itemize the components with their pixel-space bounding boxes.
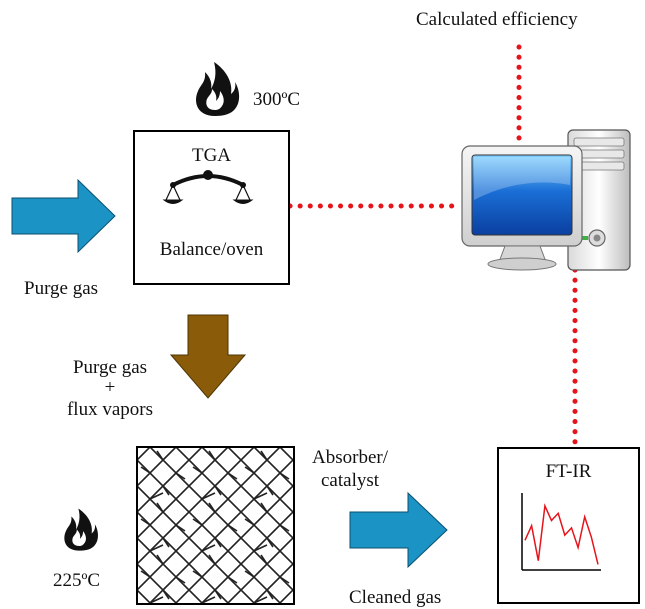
data-link-lines: [287, 44, 578, 449]
calculated-efficiency-label: Calculated efficiency: [416, 9, 578, 30]
computer-icon: [461, 129, 631, 271]
spectrum-line: [524, 503, 599, 565]
flame-icon: [196, 62, 240, 116]
mix-label-line3: flux vapors: [66, 399, 153, 420]
absorber-label-line1: Absorber/: [312, 447, 388, 468]
absorber-box: [136, 446, 295, 605]
ftir-title: FT-IR: [545, 461, 592, 482]
mix-label-line1: Purge gas: [72, 357, 148, 378]
cleaned-gas-arrow: [349, 491, 448, 569]
flame-icon: [64, 508, 98, 551]
mix-label-line2: +: [104, 377, 116, 398]
flux-vapors-arrow: [169, 314, 247, 399]
cleaned-gas-label: Cleaned gas: [349, 587, 442, 608]
oven-temperature-label: 300ºC: [253, 89, 301, 110]
absorber-temperature-label: 225ºC: [53, 570, 101, 591]
purge-gas-label: Purge gas: [24, 278, 99, 299]
balance-scale-icon: [162, 170, 254, 204]
absorber-label-line2: catalyst: [320, 470, 380, 491]
tga-title: TGA: [191, 145, 232, 166]
spectrum-axes: [521, 493, 601, 571]
tga-box: [133, 130, 290, 285]
purge-gas-arrow: [11, 178, 116, 254]
tga-balance-oven-label: Balance/oven: [159, 239, 264, 260]
